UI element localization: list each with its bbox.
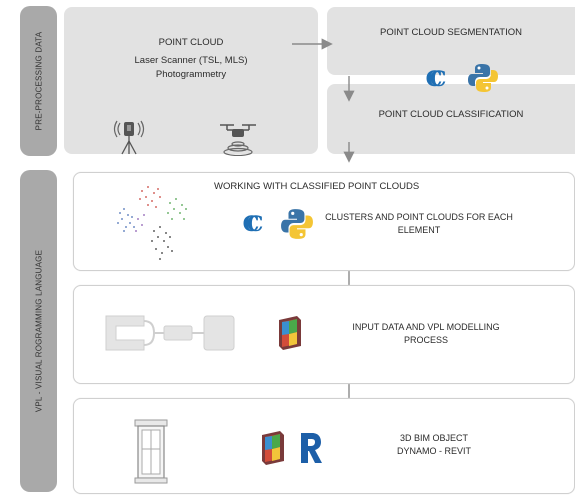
classification-title: POINT CLOUD CLASSIFICATION xyxy=(378,109,524,120)
cloudcompare-icon: C C xyxy=(419,64,449,92)
python-icon xyxy=(280,207,314,241)
segmentation-box: POINT CLOUD SEGMENTATION xyxy=(327,7,575,75)
dynamo-icon xyxy=(260,431,286,465)
point-cloud-box: POINT CLOUD Laser Scanner (TSL, MLS) Pho… xyxy=(64,7,318,156)
bim-description: 3D BIM OBJECT DYNAMO - REVIT xyxy=(374,432,494,458)
svg-text:C: C xyxy=(247,211,264,236)
working-title: WORKING WITH CLASSIFIED POINT CLOUDS xyxy=(214,181,420,192)
point-cloud-title: POINT CLOUD xyxy=(158,37,224,48)
drone-icon xyxy=(216,120,260,156)
working-line-2: ELEMENT xyxy=(397,225,441,235)
svg-text:C: C xyxy=(243,211,260,236)
svg-text:C: C xyxy=(430,66,447,91)
bim-line-1: 3D BIM OBJECT xyxy=(399,433,468,443)
bim-box: 3D BIM OBJECT DYNAMO - REVIT xyxy=(73,398,575,494)
classification-box: POINT CLOUD CLASSIFICATION xyxy=(327,84,575,154)
working-description: CLUSTERS AND POINT CLOUDS FOR EACH ELEME… xyxy=(324,211,514,237)
bim-line-2: DYNAMO - REVIT xyxy=(396,446,471,456)
python-icon xyxy=(467,62,499,94)
dynamo-icon xyxy=(277,316,303,350)
input-line-1: INPUT DATA AND VPL MODELLING xyxy=(352,322,500,332)
point-cluster-icon xyxy=(112,179,204,263)
input-line-2: PROCESS xyxy=(403,335,448,345)
vpl-sidebar: VPL - VISUAL ROGRAMMING LANGUAGE xyxy=(20,170,57,492)
svg-text:C: C xyxy=(426,66,443,91)
window-icon xyxy=(134,419,168,485)
cloudcompare-icon: C C xyxy=(236,209,266,237)
point-cloud-source-1: Laser Scanner (TSL, MLS) xyxy=(134,55,248,66)
laser-scanner-icon xyxy=(112,119,146,155)
input-box: INPUT DATA AND VPL MODELLING PROCESS xyxy=(73,285,575,384)
working-box: WORKING WITH CLASSIFIED POINT CLOUDS CLU… xyxy=(73,172,575,271)
vpl-nodes-icon xyxy=(104,310,236,356)
input-description: INPUT DATA AND VPL MODELLING PROCESS xyxy=(336,321,516,347)
revit-icon xyxy=(298,431,324,465)
working-line-1: CLUSTERS AND POINT CLOUDS FOR EACH xyxy=(325,212,513,222)
segmentation-title: POINT CLOUD SEGMENTATION xyxy=(380,27,522,38)
pre-processing-sidebar: PRE-PROCESSING DATA xyxy=(20,6,57,156)
point-cloud-source-2: Photogrammetry xyxy=(155,69,227,80)
